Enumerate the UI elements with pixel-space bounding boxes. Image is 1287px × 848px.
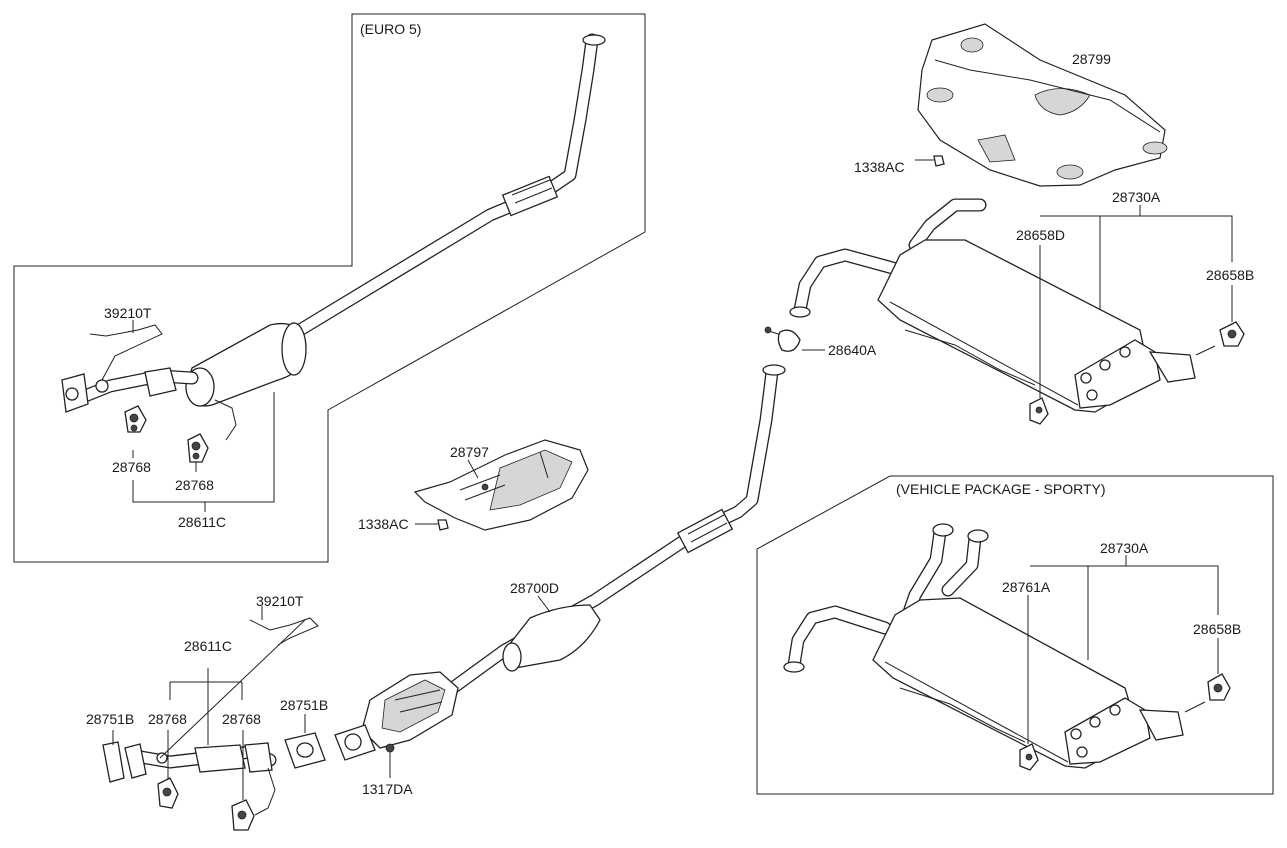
label-39210T: 39210T bbox=[256, 593, 304, 609]
sporty-frame bbox=[756, 475, 1274, 795]
euro5-frame bbox=[13, 13, 646, 563]
label-39210T: 39210T bbox=[104, 305, 152, 321]
label-1338AC: 1338AC bbox=[854, 159, 905, 175]
heat-shield-28799 bbox=[917, 23, 1168, 187]
rear-muffler-standard bbox=[789, 198, 1245, 425]
label-28730A: 28730A bbox=[1112, 189, 1161, 205]
label-28768: 28768 bbox=[112, 459, 151, 475]
label-28768: 28768 bbox=[148, 711, 187, 727]
label-28751B: 28751B bbox=[86, 711, 134, 727]
label-1338AC: 1338AC bbox=[358, 516, 409, 532]
label-28611C: 28611C bbox=[178, 514, 226, 530]
label-28730A: 28730A bbox=[1100, 540, 1149, 556]
label-28799: 28799 bbox=[1072, 51, 1111, 67]
front-pipe-28611C bbox=[102, 617, 326, 831]
sporty-caption: (VEHICLE PACKAGE - SPORTY) bbox=[896, 481, 1106, 497]
label-28658B: 28658B bbox=[1193, 621, 1241, 637]
clamp-28640A bbox=[764, 326, 801, 352]
label-28761A: 28761A bbox=[1002, 579, 1051, 595]
label-28768: 28768 bbox=[222, 711, 261, 727]
euro5-caption: (EURO 5) bbox=[360, 21, 421, 37]
label-28751B: 28751B bbox=[280, 697, 328, 713]
label-1317DA: 1317DA bbox=[362, 781, 413, 797]
label-28768: 28768 bbox=[175, 477, 214, 493]
label-28611C: 28611C bbox=[184, 638, 232, 654]
label-28797: 28797 bbox=[450, 444, 489, 460]
euro5-pipe-assembly bbox=[61, 33, 606, 463]
heat-shield-28797 bbox=[413, 439, 589, 531]
label-28700D: 28700D bbox=[510, 580, 559, 596]
label-28640A: 28640A bbox=[828, 342, 877, 358]
main-pipe-28700D bbox=[334, 364, 786, 761]
rear-muffler-sporty bbox=[783, 523, 1231, 771]
label-28658D: 28658D bbox=[1016, 227, 1065, 243]
label-28658B: 28658B bbox=[1206, 267, 1254, 283]
